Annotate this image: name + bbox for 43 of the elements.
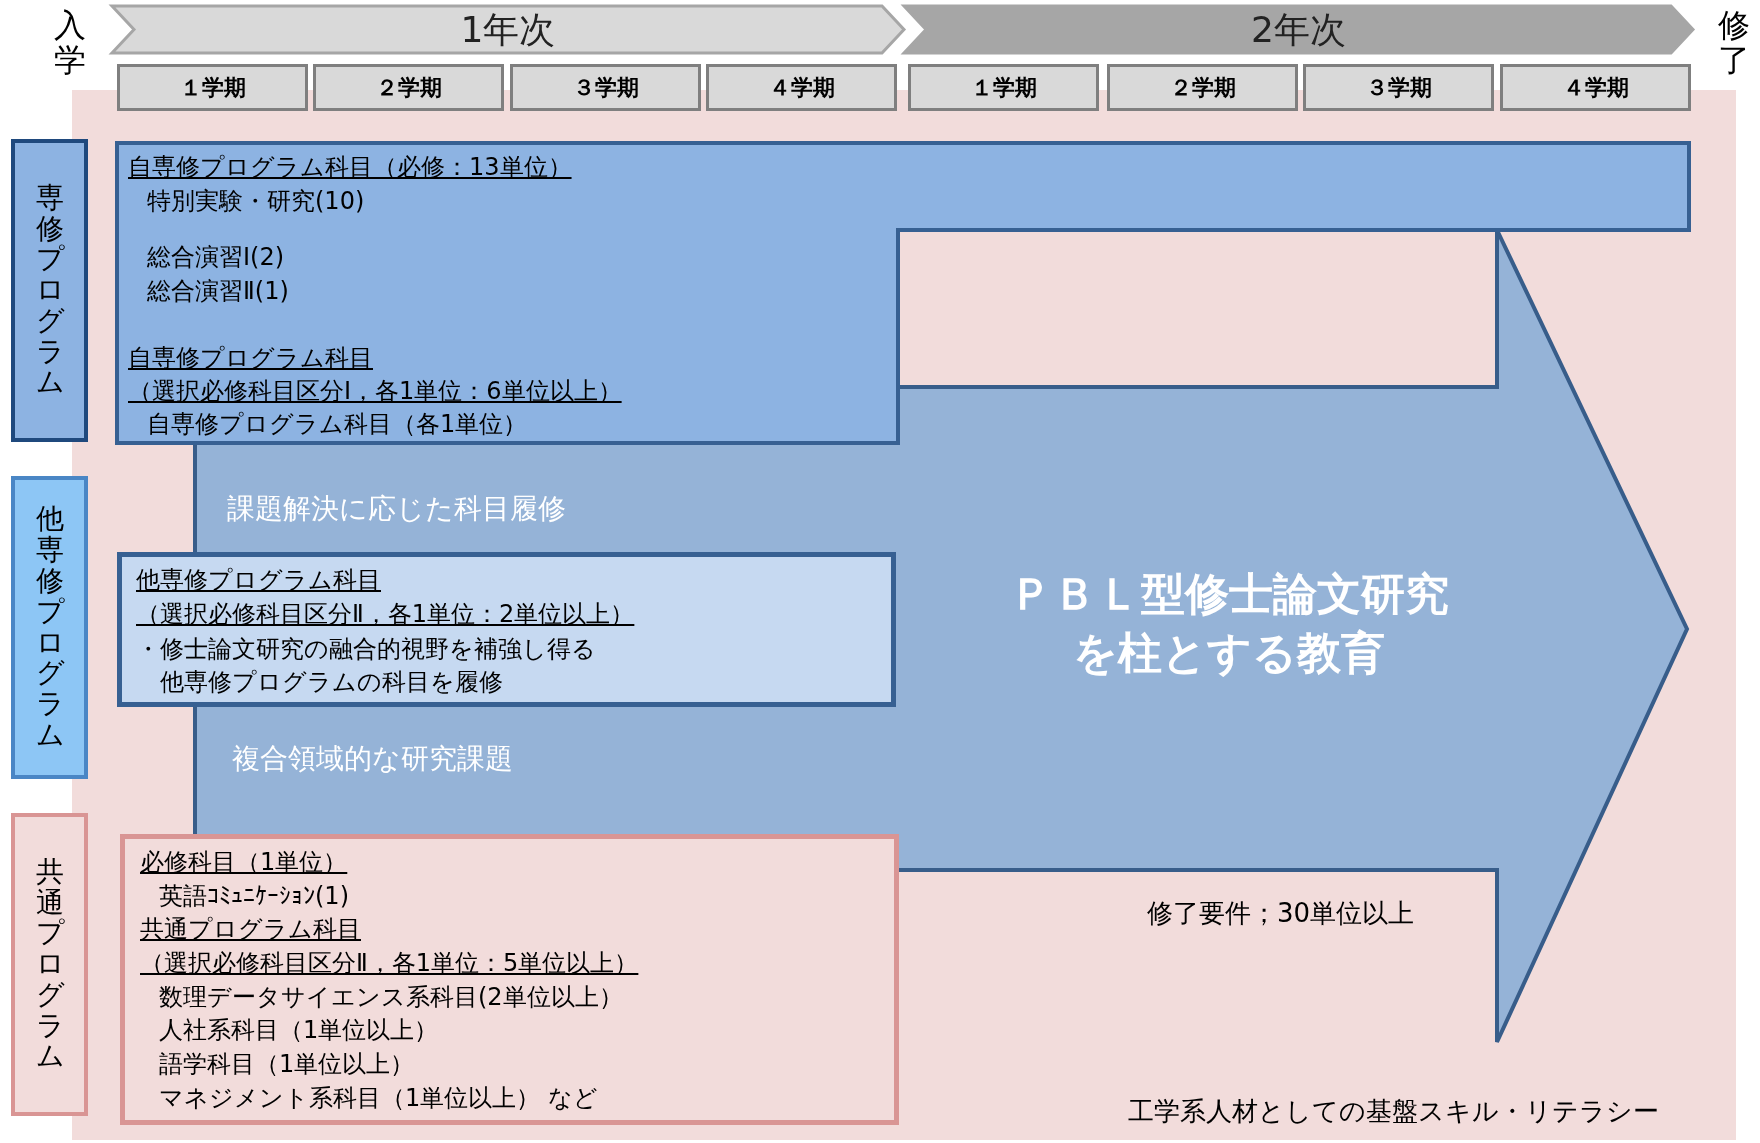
program-tab bbox=[11, 813, 88, 1116]
course-heading: （選択必修科目区分Ⅱ，各1単位：2単位以上） bbox=[136, 599, 635, 630]
program-tab bbox=[11, 139, 88, 442]
course-item: 語学科目（1単位以上） bbox=[159, 1049, 415, 1080]
term-header: ３学期 bbox=[510, 64, 701, 111]
program-tab bbox=[11, 476, 88, 779]
term-header: ２学期 bbox=[313, 64, 504, 111]
course-heading: 他専修プログラム科目 bbox=[136, 565, 381, 596]
course-item: 自専修プログラム科目（各1単位） bbox=[147, 409, 528, 440]
year-label: 1年次 bbox=[460, 7, 556, 51]
course-item: 総合演習Ⅱ(1) bbox=[147, 276, 289, 307]
term-header: ４学期 bbox=[706, 64, 897, 111]
course-heading: 自専修プログラム科目（必修：13単位） bbox=[128, 152, 572, 183]
course-heading: （選択必修科目区分Ⅱ，各1単位：5単位以上） bbox=[140, 948, 639, 979]
course-panel bbox=[117, 552, 896, 707]
program-tab-label: 専修プログラム bbox=[35, 182, 64, 399]
term-header: ３学期 bbox=[1303, 64, 1494, 111]
course-item: 英語ｺﾐｭﾆｹｰｼｮﾝ(1) bbox=[159, 881, 349, 912]
year-label: 2年次 bbox=[1251, 7, 1346, 51]
note-text: 複合領域的な研究課題 bbox=[232, 741, 513, 777]
course-item: マネジメント系科目（1単位以上） など bbox=[159, 1083, 598, 1114]
program-tab-label: 共通プログラム bbox=[35, 856, 64, 1073]
milestone-label: 入学 bbox=[54, 8, 86, 79]
course-item: 人社系科目（1単位以上） bbox=[159, 1015, 439, 1046]
course-heading: 共通プログラム科目 bbox=[140, 914, 361, 945]
milestone-label: 修了 bbox=[1718, 8, 1750, 79]
course-item: ・修士論文研究の融合的視野を補強し得る他専修プログラムの科目を履修 bbox=[136, 634, 597, 698]
course-item: 総合演習Ⅰ(2) bbox=[147, 242, 285, 273]
term-header: １学期 bbox=[908, 64, 1099, 111]
course-item: 数理データサイエンス系科目(2単位以上） bbox=[159, 982, 623, 1013]
program-tab-label: 他専修プログラム bbox=[35, 504, 64, 751]
arrow-title: ＰＢＬ型修士論文研究を柱とする教育 bbox=[1008, 566, 1450, 680]
note-text: 課題解決に応じた科目履修 bbox=[227, 491, 566, 527]
note-text: 工学系人材としての基盤スキル・リテラシー bbox=[1128, 1095, 1659, 1128]
note-text: 修了要件；30単位以上 bbox=[1147, 897, 1415, 930]
term-header: ２学期 bbox=[1107, 64, 1298, 111]
course-item: 特別実験・研究(10) bbox=[147, 186, 365, 217]
course-panel bbox=[120, 834, 899, 1125]
course-heading: 必修科目（1単位） bbox=[140, 847, 348, 878]
term-header: ４学期 bbox=[1500, 64, 1691, 111]
course-heading: （選択必修科目区分Ⅰ，各1単位：6単位以上） bbox=[128, 376, 622, 407]
course-heading: 自専修プログラム科目 bbox=[128, 343, 373, 374]
term-header: １学期 bbox=[117, 64, 308, 111]
